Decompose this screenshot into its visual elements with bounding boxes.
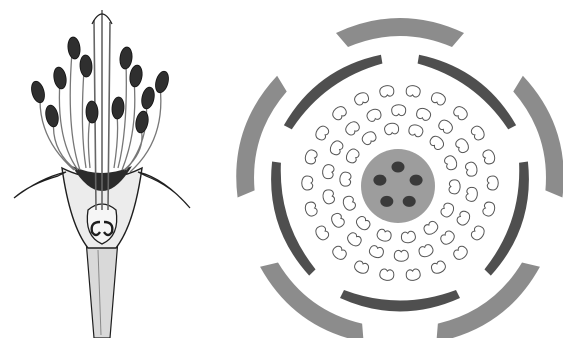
stamen xyxy=(392,105,406,116)
ovule xyxy=(380,196,393,207)
stamen xyxy=(449,179,461,194)
stamen xyxy=(394,250,408,261)
stamen xyxy=(302,176,313,190)
sepal xyxy=(510,71,563,202)
ovule xyxy=(373,175,386,186)
gynoecium xyxy=(361,149,435,223)
sepal xyxy=(336,18,464,47)
ovule xyxy=(403,196,416,207)
ovule xyxy=(392,162,405,173)
stamen xyxy=(487,176,498,190)
ovule xyxy=(410,175,423,186)
stamen xyxy=(339,172,351,187)
